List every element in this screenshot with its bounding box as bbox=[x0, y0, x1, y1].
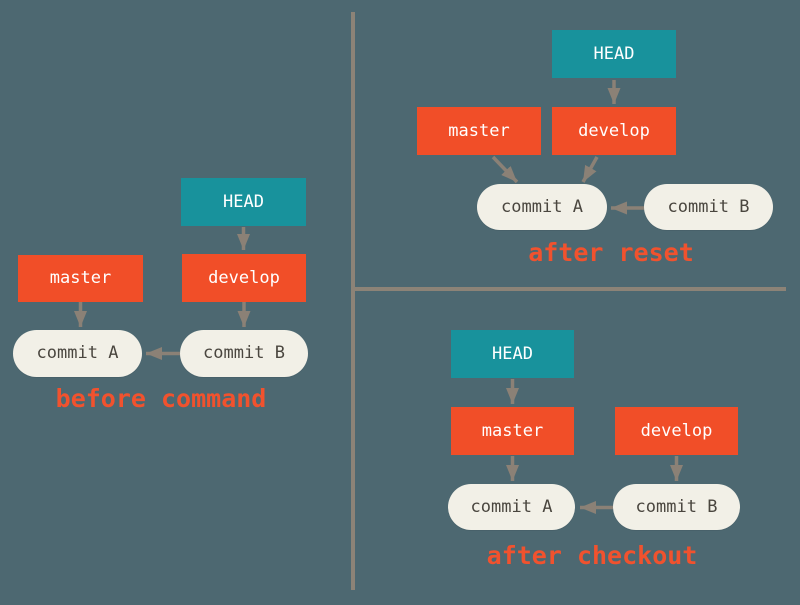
caption-before-command: before command bbox=[55, 384, 267, 413]
checkout-head-box: HEAD bbox=[451, 330, 574, 378]
checkout-develop-box: develop bbox=[615, 407, 738, 455]
checkout-commit-b-pill: commit B bbox=[613, 484, 740, 530]
before-head-box: HEAD bbox=[181, 178, 306, 226]
reset-commit-a-pill: commit A bbox=[477, 184, 607, 230]
reset-head-box: HEAD bbox=[552, 30, 676, 78]
arrow-reset-develop-to-commit-a bbox=[581, 156, 599, 183]
arrow-reset-master-to-commit-a bbox=[491, 155, 519, 184]
panel-divider-horizontal bbox=[353, 287, 786, 291]
before-master-box: master bbox=[18, 255, 143, 302]
caption-after-reset: after reset bbox=[528, 238, 694, 267]
reset-develop-box: develop bbox=[552, 107, 676, 155]
before-commit-b-pill: commit B bbox=[180, 330, 308, 377]
checkout-master-box: master bbox=[451, 407, 574, 455]
before-commit-a-pill: commit A bbox=[13, 330, 142, 377]
before-develop-box: develop bbox=[182, 254, 306, 302]
reset-master-box: master bbox=[417, 107, 541, 155]
reset-commit-b-pill: commit B bbox=[644, 184, 773, 230]
caption-after-checkout: after checkout bbox=[486, 541, 698, 570]
panel-divider-vertical bbox=[351, 12, 355, 590]
checkout-commit-a-pill: commit A bbox=[448, 484, 575, 530]
